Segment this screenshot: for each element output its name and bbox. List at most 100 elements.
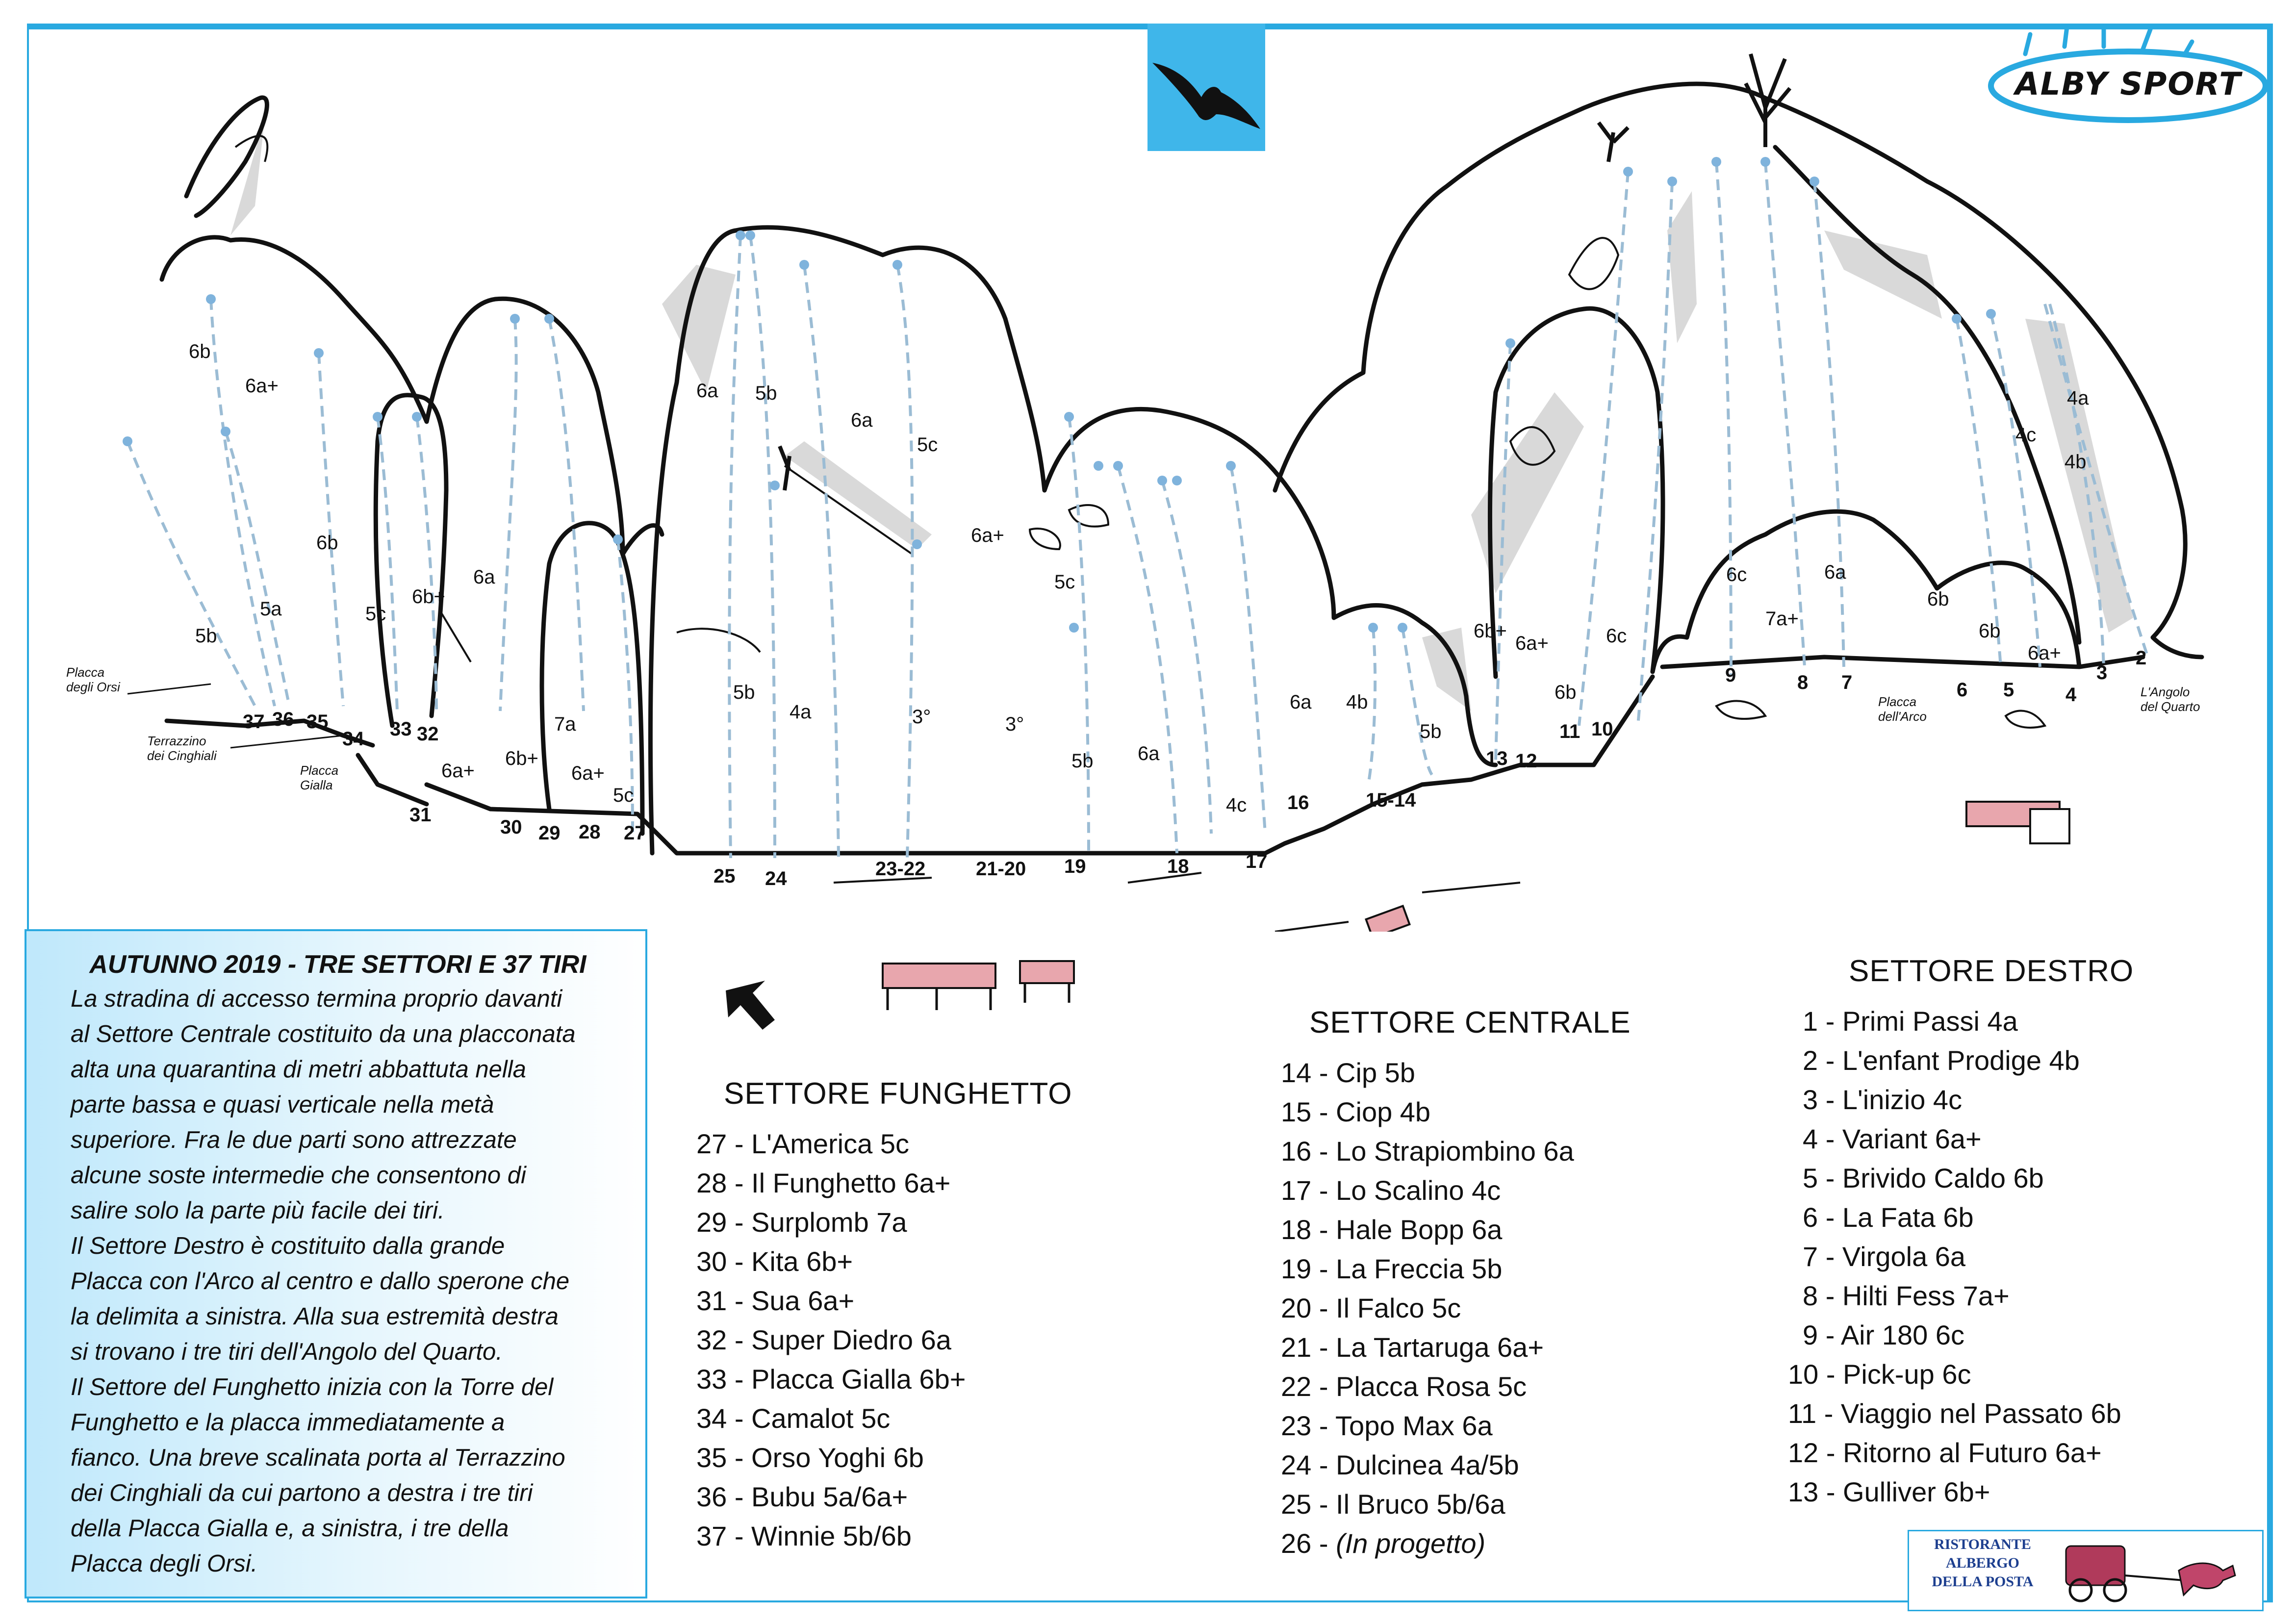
route-item: 32 - Super Diedro 6a [696, 1324, 951, 1355]
route-item: 20 - Il Falco 5c [1281, 1293, 1461, 1323]
route-numbers: 37 36 35 34 33 32 31 30 29 28 27 25 24 2… [243, 647, 2146, 889]
route-item: 3 - L'inizio 4c [1803, 1084, 1963, 1115]
grade-label: 6a [1824, 561, 1846, 583]
route-item: 17 - Lo Scalino 4c [1281, 1175, 1501, 1206]
route-number: 31 [409, 804, 432, 826]
restaurant-line: DELLA POSTA [1932, 1573, 2034, 1590]
route-number: 8 [1797, 672, 1808, 693]
grade-label: 6a [696, 380, 718, 402]
grade-label: 5b [755, 382, 777, 404]
route-item: 19 - La Freccia 5b [1281, 1253, 1503, 1284]
grade-label: 5b [1071, 750, 1094, 772]
route-item: 33 - Placca Gialla 6b+ [696, 1364, 966, 1395]
grade-label: 6b+ [505, 748, 538, 769]
description-line: dei Cinghiali da cui partono a destra i … [71, 1480, 533, 1506]
grade-label: 5c [1054, 571, 1075, 593]
route-item: 24 - Dulcinea 4a/5b [1281, 1449, 1519, 1480]
logo-text: ALBY SPORT [2015, 66, 2242, 102]
eagle-icon [1152, 63, 1260, 129]
rock-outlines [159, 81, 2204, 856]
bench-icon [1365, 801, 2070, 932]
route-number: 37 [243, 711, 265, 733]
route-item: 21 - La Tartaruga 6a+ [1281, 1332, 1544, 1363]
description-line: Il Settore Destro è costituito dalla gra… [71, 1233, 505, 1259]
sun-rays-icon [1988, 25, 2269, 123]
route-item: 6 - La Fata 6b [1803, 1202, 1974, 1233]
description-line: alta una quarantina di metri abbattuta n… [71, 1056, 526, 1083]
route-item: 10 - Pick-up 6c [1788, 1359, 1971, 1390]
grade-label: 3° [912, 706, 931, 728]
route-anchors [123, 157, 1996, 633]
description-line: si trovano i tre tiri dell'Angolo del Qu… [71, 1339, 503, 1365]
eagle-badge [1147, 24, 1265, 151]
route-number: 19 [1064, 856, 1086, 877]
route-number: 36 [272, 709, 294, 730]
grade-label: 6a [1290, 691, 1312, 713]
route-number: 4 [2065, 684, 2077, 706]
route-item: 30 - Kita 6b+ [696, 1246, 853, 1277]
place-label-angolo-quarto: del Quarto [2141, 699, 2200, 714]
description-line: Placca degli Orsi. [71, 1550, 258, 1577]
route-item: 8 - Hilti Fess 7a+ [1803, 1280, 2010, 1311]
grade-label: 4c [2015, 424, 2036, 446]
grade-label: 4c [1226, 794, 1247, 816]
grade-label: 4a [790, 701, 812, 723]
route-item: 4 - Variant 6a+ [1803, 1123, 1982, 1154]
grade-label: 5c [613, 785, 634, 806]
route-number: 28 [579, 821, 601, 843]
grade-label: 6b [189, 341, 211, 362]
route-number: 18 [1167, 856, 1189, 877]
route-item: 9 - Air 180 6c [1803, 1320, 1964, 1350]
route-project-note: (In progetto) [1336, 1528, 1486, 1559]
description-line: parte bassa e quasi verticale nella metà [71, 1091, 494, 1118]
grade-label: 6b [316, 532, 338, 554]
tree-icon [778, 53, 1792, 491]
grade-label: 6a+ [245, 375, 279, 397]
restaurant-badge: RISTORANTE ALBERGO DELLA POSTA [1908, 1530, 2264, 1611]
grade-label: 3° [1005, 713, 1024, 735]
grade-label: 6a [473, 566, 495, 588]
route-item: 36 - Bubu 5a/6a+ [696, 1481, 908, 1512]
route-number: 32 [417, 723, 439, 745]
route-item: 5 - Brivido Caldo 6b [1803, 1163, 2044, 1193]
route-item: 29 - Surplomb 7a [696, 1207, 907, 1238]
description-line: alcune soste intermedie che consentono d… [71, 1162, 526, 1189]
route-number: 12 [1515, 750, 1537, 772]
route-item: 7 - Virgola 6a [1803, 1241, 1966, 1272]
place-label-leaders [127, 683, 344, 749]
grade-label: 7a+ [1765, 608, 1799, 630]
direction-arrow-icon [726, 981, 775, 1030]
route-number: 24 [765, 868, 787, 889]
sector-title-destro: SETTORE DESTRO [1849, 954, 2134, 988]
restaurant-line: ALBERGO [1945, 1555, 2020, 1571]
route-number: 5 [2003, 679, 2014, 701]
route-item: 2 - L'enfant Prodige 4b [1803, 1045, 2080, 1076]
place-label-placca-orsi: degli Orsi [66, 680, 121, 694]
description-line: superiore. Fra le due parti sono attrezz… [71, 1127, 517, 1153]
grade-label: 5b [733, 682, 755, 703]
carriage-icon [2065, 1545, 2236, 1602]
grade-label: 6a+ [441, 760, 475, 782]
grade-label: 6b [1979, 620, 2001, 642]
route-item: 25 - Il Bruco 5b/6a [1281, 1489, 1505, 1520]
route-item: 1 - Primi Passi 4a [1803, 1006, 2018, 1037]
route-number: 30 [500, 816, 522, 838]
route-item: 23 - Topo Max 6a [1281, 1410, 1493, 1441]
grade-label: 5c [365, 603, 386, 625]
grade-labels: 6b 6a+ 6b 5a 5b 5c 6b+ 6a 6b+ 7a 6a+ 6a+… [189, 341, 2089, 816]
route-number: 23-22 [875, 858, 925, 880]
description-line: La stradina di accesso termina proprio d… [71, 986, 562, 1012]
place-label-placca-arco: Placca [1878, 694, 1916, 709]
grade-label: 7a [554, 713, 576, 735]
grade-label: 6c [1726, 564, 1747, 585]
route-number: 2 [2136, 647, 2146, 669]
grade-label: 6a+ [971, 525, 1004, 546]
route-item-project: 26 - (In progetto) [1281, 1527, 1485, 1559]
route-item: 37 - Winnie 5b/6b [696, 1521, 912, 1551]
grade-label: 4a [2067, 387, 2089, 409]
route-number: 33 [390, 718, 412, 740]
grade-label: 5c [917, 434, 938, 456]
route-number: 35 [306, 711, 329, 733]
bench-icon [882, 960, 1075, 1010]
alby-sport-logo: ALBY SPORT [1981, 20, 2275, 132]
